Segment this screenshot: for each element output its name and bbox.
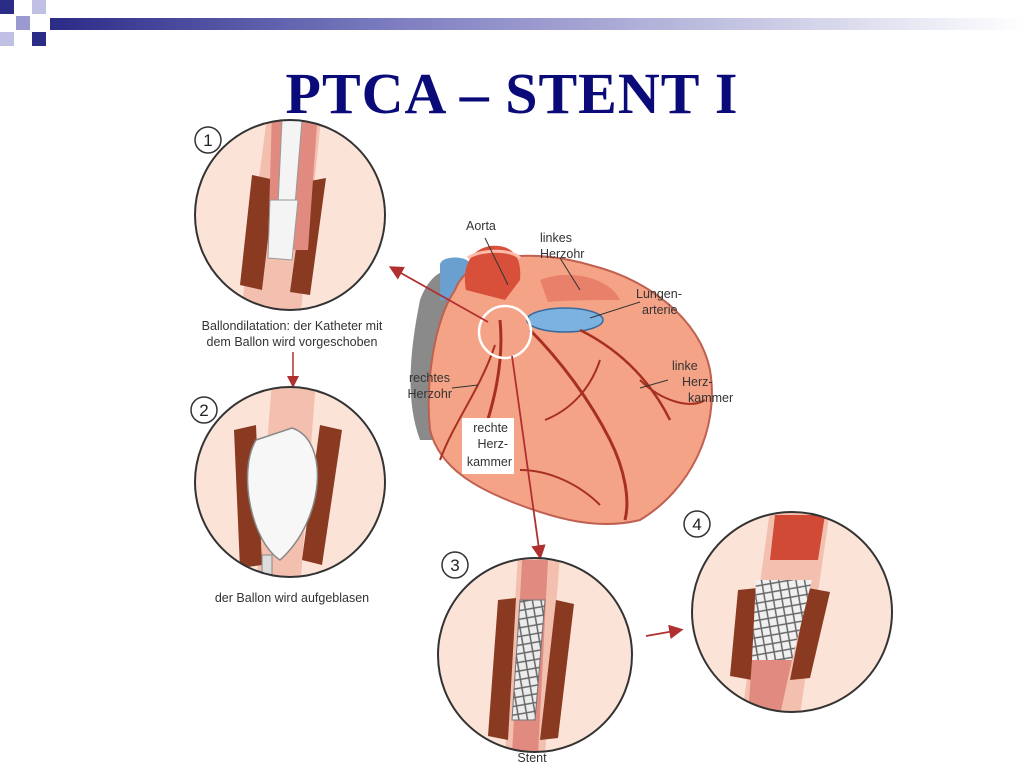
header-decoration — [0, 0, 1024, 46]
linkes-herzohr-leader — [559, 257, 581, 291]
step-1-number: 1 — [203, 131, 212, 150]
label-linke-herzkammer-line-2: Herz- — [682, 375, 713, 389]
label-rechtes-herzohr-line-1: rechtes — [409, 371, 450, 385]
lungenarterie-leader — [589, 301, 641, 319]
rechtes-herzohr-leader — [451, 384, 479, 389]
step-2-illustration — [194, 386, 386, 578]
decor-square-light-3 — [0, 32, 14, 46]
label-rechte-herzkammer-line-3: kammer — [467, 455, 512, 469]
heart-to-step-3-arrow — [511, 355, 546, 560]
step-3-to-4-arrow — [645, 624, 684, 639]
step-1-caption-line-2: dem Ballon wird vorgeschoben — [207, 335, 378, 349]
decor-square-dark-2 — [32, 32, 46, 46]
decor-square-light — [16, 16, 30, 30]
step-3-caption: Stent — [517, 751, 547, 765]
label-linke-herzkammer-line-3: kammer — [688, 391, 733, 405]
step-2-caption: der Ballon wird aufgeblasen — [215, 591, 369, 605]
label-linkes-herzohr-line-2: Herzohr — [540, 247, 584, 261]
label-rechte-herzkammer-line-1: rechte — [473, 421, 508, 435]
label-linke-herzkammer-line-1: linke — [672, 359, 698, 373]
label-rechtes-herzohr-line-2: Herzohr — [408, 387, 452, 401]
label-aorta: Aorta — [466, 219, 496, 233]
aorta-leader — [484, 237, 509, 286]
label-lungenarterie-line-2: arterie — [642, 303, 677, 317]
step-3-illustration — [437, 557, 633, 753]
step-1-illustration — [194, 119, 386, 311]
label-rechte-herzkammer-line-2: Herz- — [477, 437, 508, 451]
step-2-number: 2 — [199, 401, 208, 420]
decor-square-dark — [0, 0, 14, 14]
step-2-badge: 2 — [190, 396, 218, 424]
step-4-illustration — [691, 511, 893, 713]
heart-to-step-1-arrow — [388, 266, 489, 323]
step-4-badge: 4 — [683, 510, 711, 538]
label-lungenarterie-line-1: Lungen- — [636, 287, 682, 301]
label-linkes-herzohr-line-1: linkes — [540, 231, 572, 245]
step-3-badge: 3 — [441, 551, 469, 579]
step-1-badge: 1 — [194, 126, 222, 154]
linke-herzkammer-leader — [639, 379, 669, 389]
step-3-number: 3 — [450, 556, 459, 575]
decor-square-light-2 — [32, 0, 46, 14]
step-4-number: 4 — [692, 515, 701, 534]
slide-title: PTCA – STENT I — [285, 61, 739, 126]
header-bar — [50, 18, 1024, 30]
step-1-caption-line-1: Ballondilatation: der Katheter mit — [202, 319, 383, 333]
rechte-herzkammer-label-bg — [462, 418, 514, 474]
